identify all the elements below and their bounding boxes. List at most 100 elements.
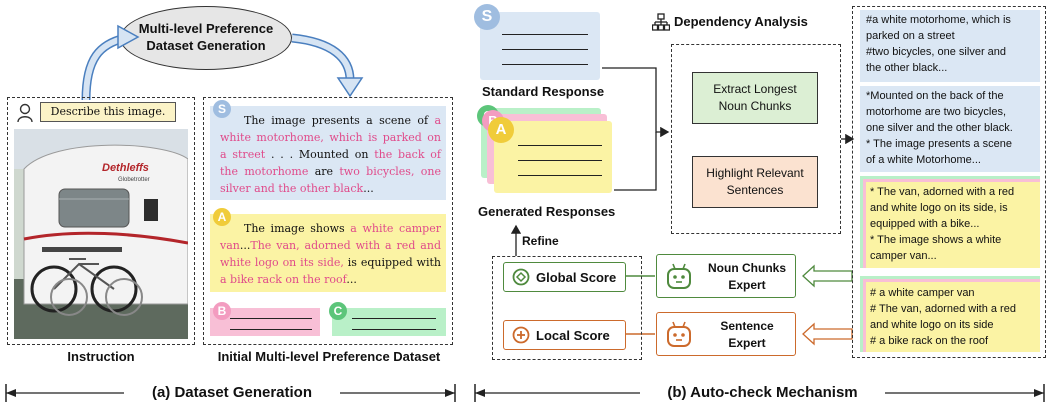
c-placeholder-line-2 [352,329,436,330]
box3-line3: equipped with a bike... [870,218,980,230]
ellipse-line1: Multi-level Preference [138,21,274,36]
output-text-2: *Mounted on the back of the motorhome ar… [866,88,1038,168]
global-score-box: Global Score [503,262,626,292]
a-highlight-3: a bike rack on the roof [220,273,347,286]
s-text-2: . . . Mounted on [265,148,375,161]
refine-label: Refine [522,234,559,248]
dataset-generation-ellipse: Multi-level Preference Dataset Generatio… [120,6,292,70]
highlight-line2: Sentences [726,183,784,197]
a-text-4: ... [346,273,357,286]
local-score-box: Local Score [503,320,626,350]
s-highlight-1: a white motorhome, which is parked on a … [220,114,441,161]
s-text-1: The image presents a scene of [244,114,435,127]
output-box-4-yellow [866,282,1040,352]
extract-line1: Extract Longest [713,82,797,96]
badge-b: B [213,302,231,320]
b-placeholder-line-1 [230,318,312,319]
badge-s: S [213,100,231,118]
generated-responses-label: Generated Responses [478,204,616,219]
dataset-label: Initial Multi-level Preference Dataset [217,349,441,364]
robot-icon-orange [667,321,691,347]
extract-noun-chunks-box: Extract Longest Noun Chunks [692,72,818,124]
output-box-3-yellow [866,182,1040,268]
generated-line-1 [518,145,602,146]
instruction-label: Instruction [67,349,135,364]
response-a-text: The image shows a white camper van...The… [220,220,441,288]
caption-auto-check: (b) Auto-check Mechanism [667,384,858,401]
a-text-3: is equipped with [343,256,441,269]
badge-a: A [213,208,231,226]
sentence-expert-line2: Expert [728,336,766,350]
box4-line1: # a white camper van [870,287,975,299]
instruction-panel [7,97,195,345]
box4-line4: # a bike rack on the roof [870,335,989,347]
noun-chunks-expert-box: Noun Chunks Expert [656,254,796,298]
highlight-line1: Highlight Relevant [706,166,804,180]
sentence-expert-line1: Sentence [720,319,774,333]
standard-line-3 [502,64,588,65]
extract-line2: Noun Chunks [718,99,792,113]
global-score-label: Global Score [536,270,617,285]
box2-line5: of a white Motorhome... [866,154,981,166]
global-score-icon [512,268,530,286]
s-text-4: ... [363,182,374,195]
badge-s-right: S [474,4,500,30]
badge-a-right: A [488,117,514,143]
a-text-1: The image shows [244,222,351,235]
box2-line4: * The image presents a scene [866,138,1012,150]
sentence-expert-box: Sentence Expert [656,312,796,356]
motorhome-photo: Dethleffs Globetrotter [14,129,188,339]
photo-model: Globetrotter [118,177,150,183]
b-placeholder-line-2 [230,329,312,330]
c-placeholder-line-1 [352,318,436,319]
box1-line1: #a white motorhome, which is [866,14,1011,26]
a-text-2: ... [239,239,251,252]
output-box-2 [860,86,1040,172]
standard-line-1 [502,34,588,35]
response-s-text: The image presents a scene of a white mo… [220,112,441,197]
response-s-card [210,106,446,200]
dataset-panel [203,97,453,345]
output-text-3: * The van, adorned with a red and white … [870,184,1038,264]
box2-line3: one silver and the other black. [866,122,1013,134]
output-box-1 [860,10,1040,82]
dependency-panel [671,44,841,234]
highlight-sentences-box: Highlight Relevant Sentences [692,156,818,208]
robot-icon-green [667,263,691,289]
s-highlight-3: two bicycles, one silver and the other b… [220,165,441,195]
box3-line4: * The image shows a white [870,234,1002,246]
box1-line3: #two bicycles, one silver and [866,46,1007,58]
dependency-analysis-title: Dependency Analysis [674,14,808,29]
outputs-panel [852,6,1046,358]
user-icon [17,103,33,123]
output-text-1: #a white motorhome, which is parked on a… [866,12,1038,76]
generated-line-2 [518,160,602,161]
standard-response-label: Standard Response [482,84,605,99]
s-highlight-2: the back of the motorhome [220,148,441,178]
noun-expert-line2: Expert [728,278,766,292]
output-text-4: # a white camper van # The van, adorned … [870,285,1038,349]
standard-response-card [480,12,600,80]
box3-line2: and white logo on its side, is [870,202,1008,214]
box4-line2: # The van, adorned with a red [870,303,1016,315]
local-score-icon [512,326,530,344]
scores-panel [492,256,642,360]
prompt-box: Describe this image. [40,102,176,122]
box2-line2: motorhome are two bicycles, [866,106,1006,118]
response-c-card [332,308,446,336]
local-score-label: Local Score [536,328,610,343]
box3-line1: * The van, adorned with a red [870,186,1015,198]
noun-expert-line1: Noun Chunks [708,261,786,275]
box3-line5: camper van... [870,250,937,262]
box1-line2: parked on a street [866,30,955,42]
a-highlight-2: The van, adorned with a red and white lo… [220,239,441,269]
generated-line-3 [518,175,602,176]
badge-c: C [329,302,347,320]
caption-dataset-generation: (a) Dataset Generation [151,384,313,401]
standard-line-2 [502,49,588,50]
response-a-card [210,214,446,292]
ellipse-line2: Dataset Generation [146,38,266,53]
